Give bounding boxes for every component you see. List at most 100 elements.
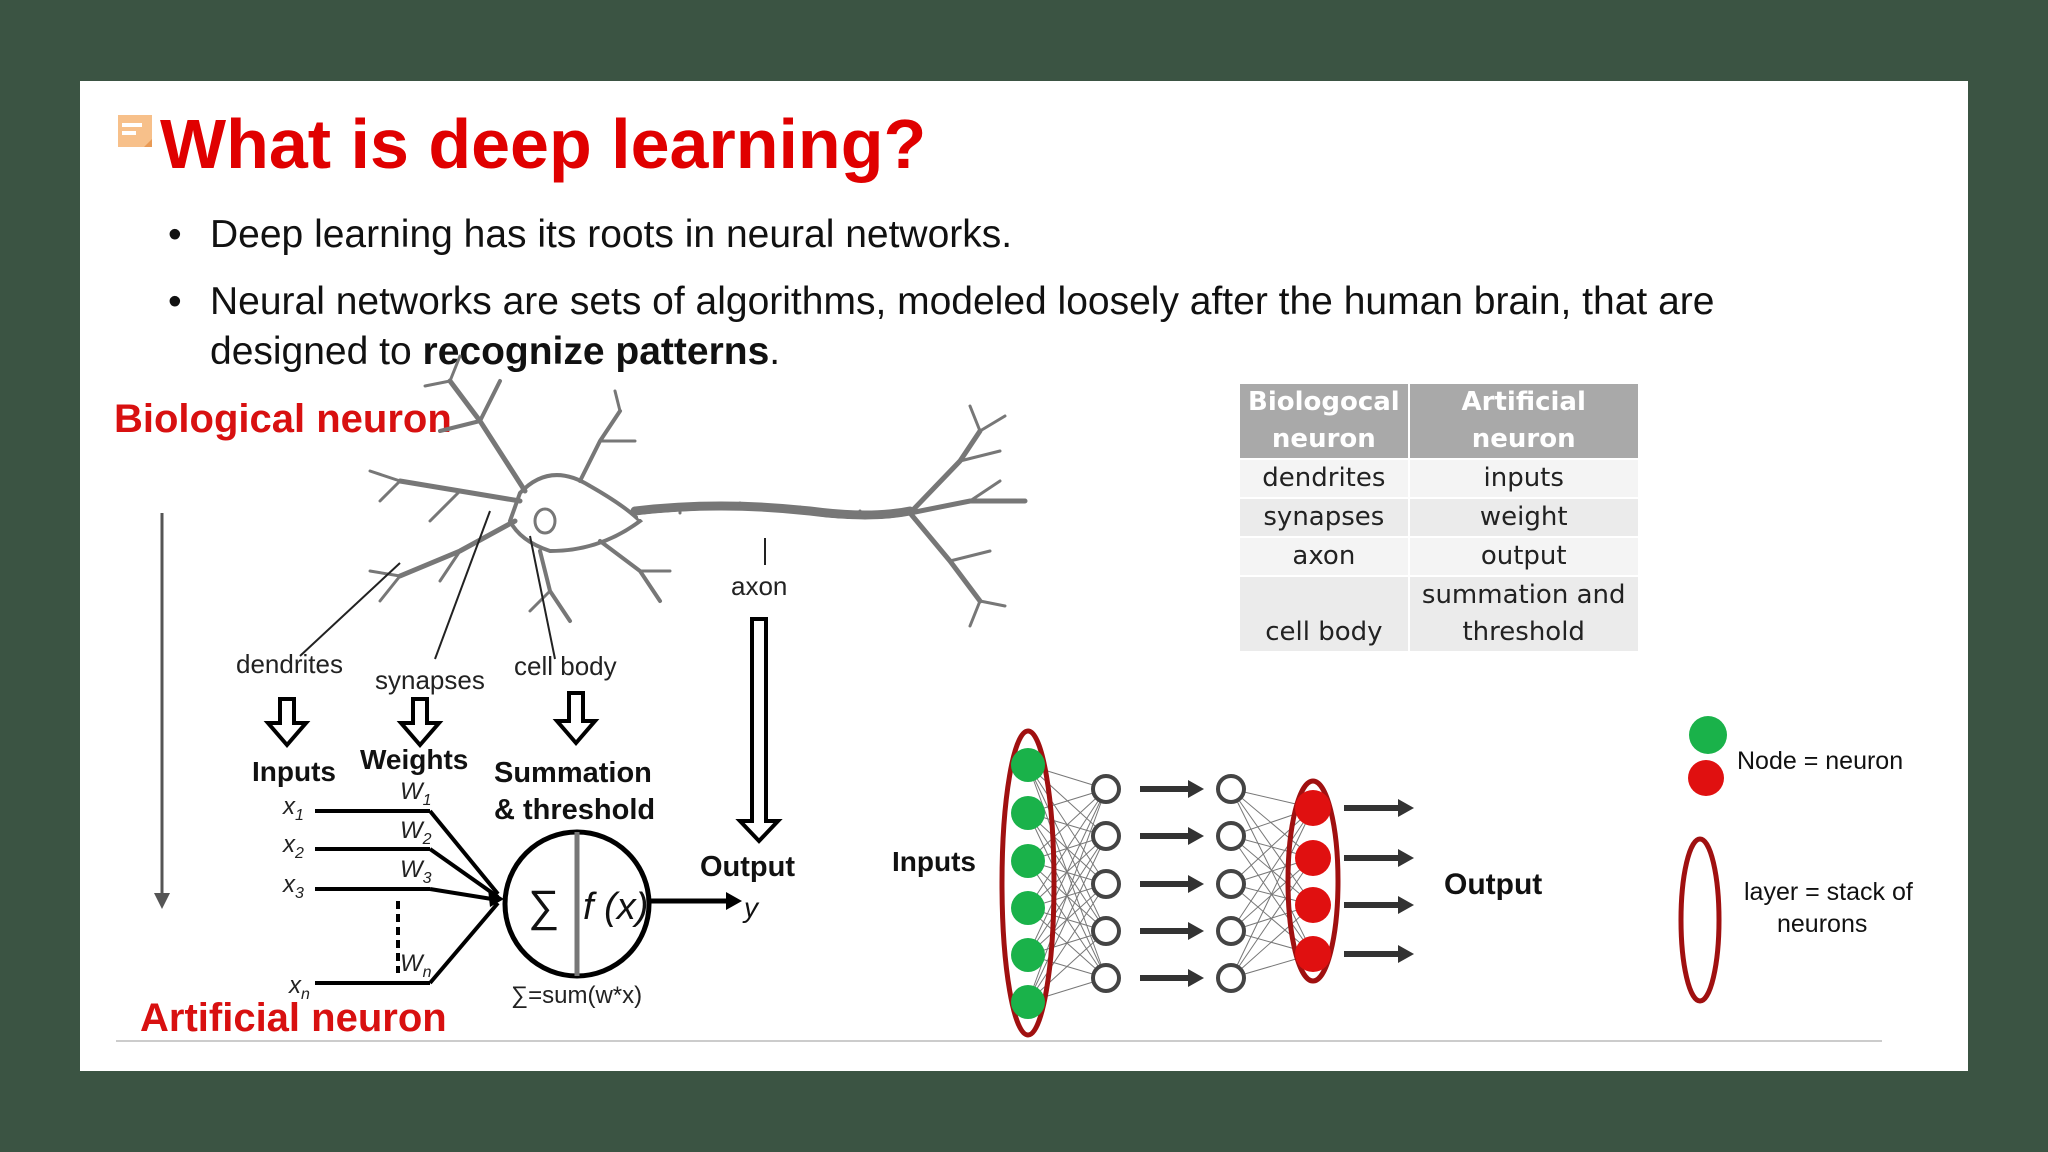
network-inputs-label: Inputs: [892, 846, 976, 877]
connection-line: [1027, 788, 1107, 862]
biological-neuron-label: Biological neuron: [114, 397, 452, 441]
input-lines: [315, 809, 500, 985]
bullet-text-bold: recognize patterns: [422, 330, 770, 373]
table-cell: synapses: [1240, 498, 1410, 538]
diagram-canvas: dendrites synapses cell body axon Inputs…: [116, 354, 1913, 1042]
network-arrows: [1140, 780, 1414, 987]
bullet-dot: •: [168, 213, 182, 256]
xn-label: xn: [288, 972, 310, 1003]
hidden-node: [1216, 869, 1246, 899]
network-output-label: Output: [1444, 868, 1542, 901]
layer-arrow-head: [1188, 827, 1204, 845]
axon-label: axon: [731, 571, 787, 601]
connection-line: [1230, 807, 1314, 979]
legend-layer-ellipse: [1678, 836, 1722, 1004]
table-cell: inputs: [1408, 459, 1640, 499]
input-node: [1011, 938, 1045, 972]
w1-label: W1: [400, 778, 432, 809]
inputs-heading: Inputs: [252, 756, 336, 787]
layer-arrow-head: [1188, 780, 1204, 798]
output-node: [1295, 936, 1331, 972]
legend-node-text: Node = neuron: [1737, 747, 1903, 775]
synapses-label: synapses: [375, 665, 485, 695]
connection-line: [1230, 857, 1314, 979]
threshold-heading: & threshold: [494, 794, 655, 826]
hidden-node: [1091, 916, 1121, 946]
input-arrowhead: [488, 889, 504, 907]
input-layer-outline: [999, 728, 1057, 1038]
bullet-text-line-2: designed to recognize patterns.: [210, 327, 780, 376]
input-node: [1011, 985, 1045, 1019]
table-header-cell: Biologocal neuron: [1240, 384, 1410, 460]
sigma-symbol: ∑: [528, 882, 559, 931]
connection-line: [1230, 807, 1314, 932]
down-arrow: [154, 513, 170, 909]
input-node: [1011, 748, 1045, 782]
table-header-cell: Artificial neuron: [1408, 384, 1640, 460]
table-cell: output: [1408, 537, 1640, 577]
x1-label: x1: [282, 793, 304, 824]
table-header-row: Biologocal neuron Artificial neuron: [1240, 384, 1640, 460]
w2-label: W2: [400, 817, 432, 848]
fx-symbol: f (x): [583, 886, 648, 928]
dendrites-label: dendrites: [236, 649, 343, 679]
output-node: [1295, 790, 1331, 826]
connection-line: [1027, 788, 1107, 956]
connection-line: [1027, 883, 1107, 1003]
connection-line: [1027, 835, 1107, 1003]
legend-green-node: [1689, 716, 1727, 754]
table-cell: dendrites: [1240, 459, 1410, 499]
connection-line: [1230, 857, 1314, 932]
slide-title: What is deep learning?: [160, 105, 927, 183]
bullet-text-end: .: [769, 330, 781, 373]
input-node: [1011, 891, 1045, 925]
legend-red-node: [1688, 760, 1724, 796]
table-cell: weight: [1408, 498, 1640, 538]
note-icon[interactable]: [116, 111, 156, 153]
x-labels: x1 x2 x3 xn: [282, 793, 310, 1003]
hidden-node: [1091, 869, 1121, 899]
y-label: y: [742, 892, 760, 923]
output-heading: Output: [700, 851, 795, 883]
x2-label: x2: [282, 831, 304, 862]
output-arrow-head: [1398, 896, 1414, 914]
output-arrowhead: [726, 892, 742, 910]
hidden-node: [1216, 963, 1246, 993]
connection-line: [1027, 788, 1107, 909]
hidden-node: [1216, 821, 1246, 851]
summation-heading: Summation: [494, 757, 652, 789]
sum-formula: ∑=sum(w*x): [511, 982, 642, 1009]
artificial-neuron-label: Artificial neuron: [140, 996, 447, 1040]
output-arrow-head: [1398, 799, 1414, 817]
bullet-dot: •: [168, 280, 182, 323]
bullet-text-plain: designed to: [210, 330, 423, 373]
layer-arrow-head: [1188, 875, 1204, 893]
biological-neuron-drawing: [368, 354, 1028, 628]
hidden-node: [1091, 821, 1121, 851]
input-node: [1011, 796, 1045, 830]
output-node: [1295, 840, 1331, 876]
connection-line: [1027, 930, 1107, 1003]
hidden-node: [1216, 916, 1246, 946]
hidden-node: [1091, 774, 1121, 804]
comparison-table: Biologocal neuron Artificial neuron dend…: [1240, 384, 1640, 653]
wn-label: Wn: [400, 950, 432, 981]
layer-arrow-head: [1188, 922, 1204, 940]
layer-arrow-head: [1188, 969, 1204, 987]
legend-layer-text-1: layer = stack of: [1744, 878, 1913, 906]
slide: What is deep learning? • Deep learning h…: [80, 81, 1968, 1071]
legend: Node = neuron layer = stack of neurons: [1678, 716, 1913, 1004]
w3-label: W3: [400, 856, 432, 887]
connection-line: [1230, 904, 1314, 979]
cell-body-label: cell body: [514, 651, 617, 681]
label-pointer-lines: [299, 510, 766, 660]
hidden-node: [1216, 774, 1246, 804]
connection-line: [1230, 807, 1314, 885]
hidden-node: [1091, 963, 1121, 993]
input-node: [1011, 844, 1045, 878]
table-cell: cell body: [1240, 576, 1410, 653]
